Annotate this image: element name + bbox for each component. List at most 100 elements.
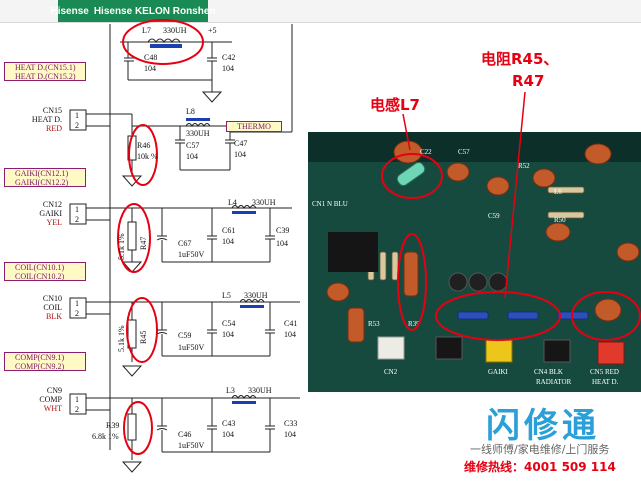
pcb-silkscreen: GAIKI (488, 368, 508, 376)
thermo-net-label: THERMO (226, 121, 282, 132)
inductor-l7-photo (396, 161, 426, 187)
pin-1: 1 (75, 395, 79, 404)
pcb-silkscreen: L6 (554, 188, 562, 196)
inductor-l5-core (240, 305, 264, 308)
label-l4: L4 (228, 198, 237, 207)
net-label-gaiki: GAIKI(CN12.1) GAIKI(CN12.2) (4, 168, 86, 187)
label-c54: C54 (222, 319, 235, 328)
label-c46: C46 (178, 430, 191, 439)
ic-chip (328, 232, 378, 272)
brand-tagline: 一线师傅/家电维修/上门服务 (470, 443, 610, 456)
label-r39: R39 (106, 421, 119, 430)
ground-symbol (121, 461, 143, 473)
ceramic-capacitor (326, 282, 350, 302)
ground-symbol (201, 91, 223, 103)
connector-cn10: CN10 COIL BLK (2, 294, 62, 321)
highlight-circle-l7 (122, 19, 204, 65)
pcb-silkscreen: CN1 N BLU (312, 200, 348, 208)
inductor-l7-core (150, 44, 182, 48)
label-c46-value: 1uF50V (178, 441, 204, 450)
pin-1: 1 (75, 299, 79, 308)
connector-cn12: CN12 GAIKI YEL (2, 200, 62, 227)
pcb-silkscreen: CN2 (384, 368, 398, 376)
callout-arrow-l7 (402, 113, 411, 151)
pcb-photo-art: CN1 N BLU C22 R52 C57 L6 R50 C59 R53 R39… (308, 132, 641, 392)
highlight-circle-photo (571, 291, 641, 341)
label-r45-value: 5.1k 1% (117, 325, 126, 352)
label-plus5: +5 (208, 26, 217, 35)
inductor-l4 (231, 205, 257, 209)
label-c54-value: 104 (222, 330, 234, 339)
inductor-l5 (239, 299, 265, 303)
net-label-line: GAIKI(CN12.2) (15, 177, 69, 187)
ceramic-capacitor (616, 242, 640, 262)
highlight-circle-r45-r47-photo (435, 291, 561, 341)
label-c41: C41 (284, 319, 297, 328)
label-c43: C43 (222, 419, 235, 428)
label-l7: L7 (142, 26, 151, 35)
resistor-photo (547, 186, 585, 194)
electrolytic-capacitor (448, 272, 468, 292)
connector-black (435, 336, 463, 360)
connector-function: GAIKI (39, 209, 62, 218)
ceramic-capacitor (584, 143, 612, 165)
electrolytic-capacitor (468, 272, 488, 292)
ground-symbol (121, 261, 143, 273)
label-c57: C57 (186, 141, 199, 150)
resistor-r45-photo (457, 311, 489, 320)
inductor-l8 (185, 123, 211, 127)
highlight-circle-r39-photo (397, 233, 427, 331)
label-r46: R46 (137, 141, 150, 150)
label-c42: C42 (222, 53, 235, 62)
pcb-silkscreen: RADIATOR (536, 378, 572, 386)
ceramic-capacitor (532, 168, 556, 188)
resistor-photo (547, 211, 585, 219)
label-c43-value: 104 (222, 430, 234, 439)
net-label-line: GAIKI(CN12.1) (15, 168, 69, 178)
resistor-r47-photo (507, 311, 539, 320)
wire (156, 238, 168, 241)
label-c33: C33 (284, 419, 297, 428)
label-c39-value: 104 (276, 239, 288, 248)
pin-2: 2 (75, 121, 79, 130)
brand-main: Hisense (50, 5, 89, 17)
annotation-resistor-line2: R47 (512, 72, 545, 90)
label-c48-value: 104 (144, 64, 156, 73)
connector-name: CN10 (42, 294, 62, 303)
connector-cn15: CN15 HEAT D. RED (2, 106, 62, 133)
pcb-photo: CN1 N BLU C22 R52 C57 L6 R50 C59 R53 R39… (308, 132, 641, 392)
annotation-inductor-l7: 电感L7 (370, 96, 420, 114)
label-r39-value: 6.8k 1% (92, 432, 119, 441)
label-c33-value: 104 (284, 430, 296, 439)
net-label-line: HEAT D.(CN15.2) (15, 71, 76, 81)
net-label-heat-d: HEAT D.(CN15.1) HEAT D.(CN15.2) (4, 62, 86, 81)
connector-name: CN12 (42, 200, 62, 209)
pin-1: 1 (75, 205, 79, 214)
pcb-silkscreen: CN5 RED (590, 368, 619, 376)
pin-2: 2 (75, 405, 79, 414)
pcb-silkscreen: C22 (420, 148, 432, 156)
label-c41-value: 104 (284, 330, 296, 339)
label-l5-value: 330UH (244, 291, 268, 300)
brand-logo: 闪修通 (486, 406, 600, 446)
pcb-silkscreen: CN4 BLK (534, 368, 563, 376)
brand-strip: Hisense Hisense KELON Ronshen (50, 0, 216, 22)
film-capacitor (403, 251, 419, 297)
label-l8: L8 (186, 107, 195, 116)
label-c48: C48 (144, 53, 157, 62)
connector-function: COIL (43, 303, 62, 312)
pcb-silkscreen: R53 (368, 320, 380, 328)
pin-block-cn10 (69, 297, 87, 319)
label-c61: C61 (222, 226, 235, 235)
label-l4-value: 330UH (252, 198, 276, 207)
net-label-comp: COMP(CN9.1) COMP(CN9.2) (4, 352, 86, 371)
inductor-l3-core (232, 401, 256, 404)
pin-block-cn12 (69, 203, 87, 225)
pcb-silkscreen: R39 (408, 320, 420, 328)
header-bar: Hisense Hisense KELON Ronshen (0, 0, 641, 23)
label-r47: R47 (139, 237, 148, 250)
pin-block-cn15 (69, 109, 87, 131)
pcb-silkscreen: R50 (554, 216, 566, 224)
label-c61-value: 104 (222, 237, 234, 246)
